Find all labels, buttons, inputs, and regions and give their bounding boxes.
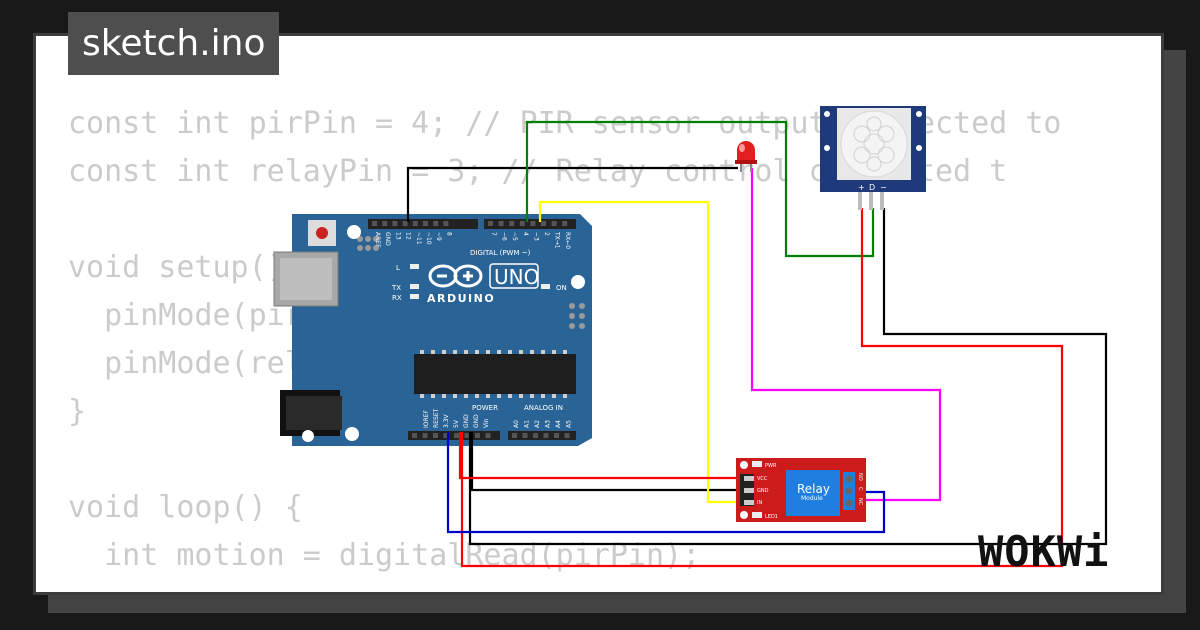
- wire-led-relay: [750, 168, 942, 502]
- digital-pin-label: ~9: [435, 232, 442, 241]
- power-pin-label: 3.3V: [443, 413, 450, 428]
- analog-pin-label: A0: [513, 420, 520, 428]
- red-led[interactable]: [735, 141, 757, 172]
- code-line: void loop() {: [68, 490, 303, 525]
- arduino-brand-text: ARDUINO: [427, 292, 495, 305]
- sketch-title: sketch.ino: [68, 12, 280, 75]
- power-pin-label: IOREF: [423, 410, 430, 428]
- digital-pin-label: ~3: [532, 232, 539, 241]
- relay-label: Relay: [797, 482, 830, 496]
- led-rx: [410, 294, 419, 299]
- pir-pin-vcc-label: +: [858, 183, 865, 192]
- wire-pir-gnd: [468, 208, 1108, 546]
- power-header-label: POWER: [472, 404, 498, 412]
- digital-pin-label: ~5: [511, 232, 518, 241]
- relay-no-label: NO: [857, 473, 863, 481]
- atmega-chip: [414, 354, 576, 394]
- relay-in-label: IN: [757, 500, 762, 506]
- digital-pin-label: AREF: [374, 232, 381, 248]
- pir-pin-d-label: D: [869, 183, 875, 192]
- digital-pin-label: RX←0: [564, 232, 571, 249]
- digital-pin-label: 2: [543, 232, 550, 236]
- relay-pwr-label: PWR: [765, 463, 777, 469]
- analog-pin-label: A4: [555, 420, 562, 428]
- led-l-label: L: [396, 264, 400, 272]
- digital-pin-label: TX→1: [554, 231, 561, 249]
- wire-relay-vcc: [458, 432, 740, 480]
- digital-pin-label: 13: [394, 232, 401, 240]
- power-pin-label: Vin: [483, 418, 490, 428]
- led-on-label: ON: [556, 284, 567, 292]
- arduino-logo: [428, 264, 483, 288]
- analog-pin-label: A1: [524, 420, 531, 428]
- analog-header-label: ANALOG IN: [524, 404, 563, 412]
- led-on: [541, 284, 550, 289]
- digital-pin-label: 7: [490, 232, 497, 236]
- led-l: [410, 264, 419, 269]
- digital-pin-label: ~6: [501, 232, 508, 241]
- relay-nc-label: NC: [857, 498, 863, 506]
- analog-pin-label: A2: [534, 420, 541, 428]
- power-pin-label: GND: [463, 414, 470, 428]
- analog-pin-label: A3: [545, 420, 552, 428]
- uno-logo-text: UNO: [494, 265, 539, 289]
- code-line: }: [68, 394, 87, 429]
- digital-pin-label: GND: [384, 232, 391, 246]
- led-rx-label: RX: [392, 294, 402, 302]
- relay-module[interactable]: PWR LED1 VCC GND IN Relay Module NO C NC: [736, 458, 866, 522]
- wokwi-watermark: WOKWi: [978, 527, 1109, 576]
- power-pin-label: RESET: [433, 408, 440, 428]
- digital-pin-label: ~10: [425, 232, 432, 245]
- digital-header-label: DIGITAL (PWM ~): [470, 249, 531, 257]
- digital-pin-label: ~11: [415, 232, 422, 245]
- led-tx-label: TX: [391, 284, 401, 292]
- wire-relay-in: [538, 200, 740, 504]
- digital-pin-label: 8: [445, 232, 452, 236]
- power-pin-label: GND: [473, 414, 480, 428]
- pir-motion-sensor[interactable]: + D −: [820, 106, 926, 210]
- power-pin-label: 5V: [453, 419, 460, 428]
- digital-pin-label: 4: [522, 232, 529, 236]
- preview-card: [33, 33, 1164, 595]
- wire-pir-vcc: [460, 208, 1064, 568]
- wires: [406, 120, 1108, 568]
- relay-sublabel: Module: [801, 495, 823, 502]
- digital-pin-label: 12: [405, 232, 412, 240]
- relay-vcc-label: VCC: [757, 476, 768, 482]
- wire-arduino-gnd-led: [406, 166, 738, 222]
- relay-c-label: C: [857, 487, 863, 491]
- wire-relay-gnd: [470, 432, 740, 492]
- code-line: const int pirPin = 4; // PIR sensor outp…: [68, 106, 1062, 141]
- relay-led1-label: LED1: [765, 514, 778, 520]
- led-tx: [410, 284, 419, 289]
- wire-relay-com: [446, 432, 886, 534]
- relay-gnd-label: GND: [757, 488, 769, 494]
- code-line: const int relayPin = 3; // Relay control…: [68, 154, 1008, 189]
- wire-pir-signal: [525, 120, 875, 258]
- analog-pin-label: A5: [566, 420, 573, 428]
- pir-pin-gnd-label: −: [880, 183, 887, 192]
